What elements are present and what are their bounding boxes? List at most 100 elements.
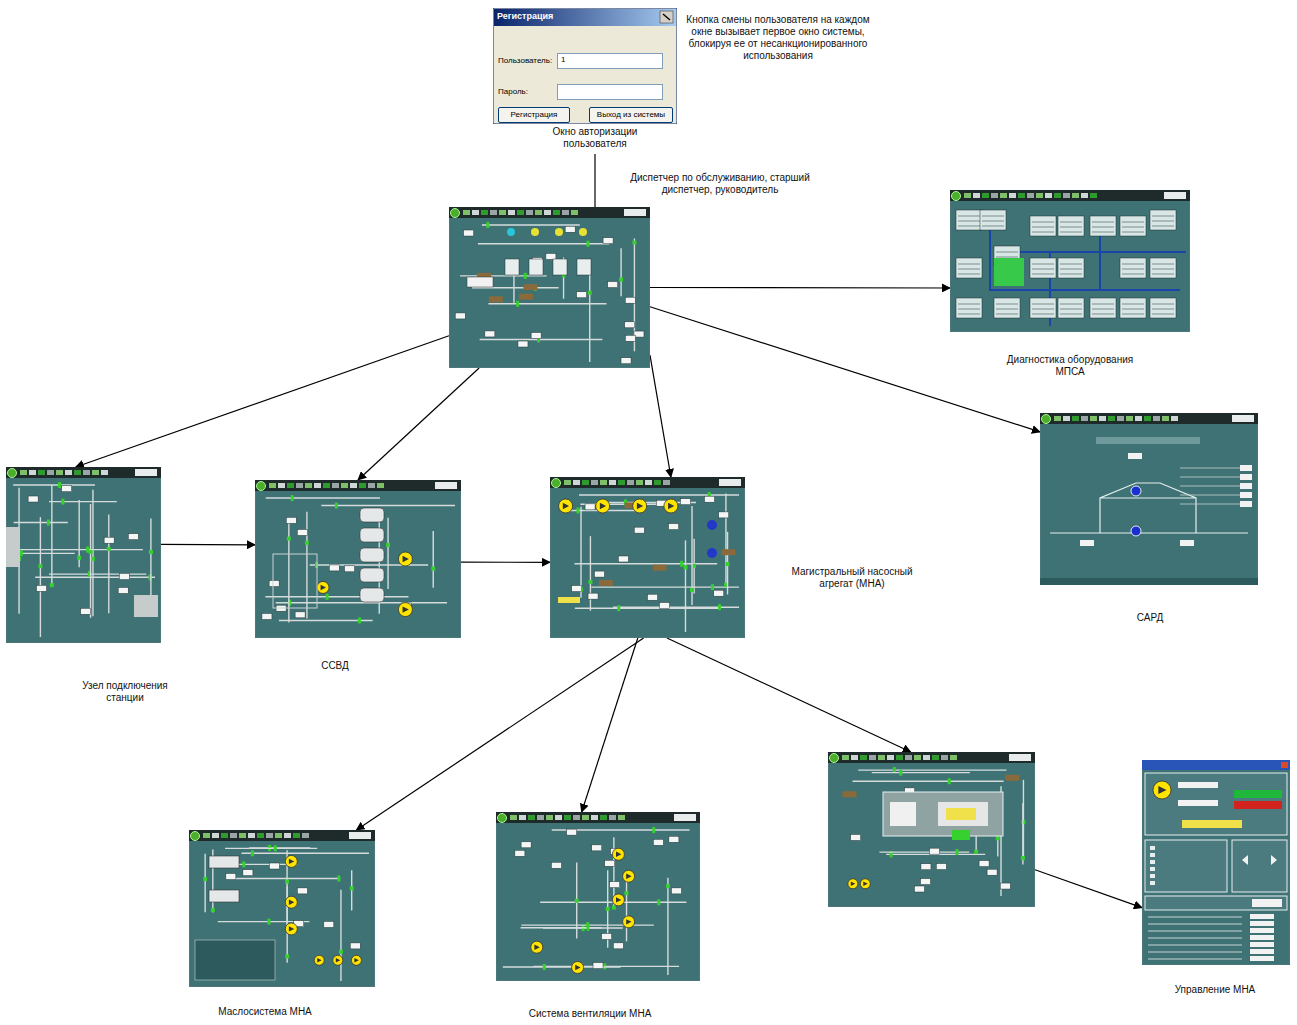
pipe (480, 339, 603, 340)
toolbar-button (535, 210, 542, 215)
pipe (108, 515, 109, 614)
pump-symbol (633, 499, 647, 513)
screen-picture (950, 190, 1190, 332)
pipe (1022, 803, 1023, 864)
pipe (725, 494, 726, 585)
status-bar (1182, 820, 1242, 828)
toolbar-button (519, 815, 526, 820)
logo-icon (1042, 415, 1051, 424)
toolbar-button (349, 832, 371, 839)
check-box (1150, 860, 1155, 864)
value-box (62, 486, 72, 492)
toolbar-button (1081, 193, 1088, 198)
value-box (243, 870, 253, 876)
valve-symbol (47, 520, 50, 526)
toolbar-button (609, 480, 616, 485)
module-block (1152, 264, 1174, 274)
toolbar-button (537, 815, 544, 820)
valve-symbol (543, 964, 546, 970)
minimize-button (663, 14, 670, 20)
value-box (936, 864, 946, 870)
valve-symbol (149, 550, 153, 554)
value-box (1180, 540, 1194, 546)
valve-symbol (211, 908, 215, 912)
value-box (1240, 465, 1252, 471)
pump-symbol (1153, 781, 1171, 799)
valve-symbol (386, 543, 390, 547)
module-block (1030, 216, 1056, 236)
valve-symbol (690, 588, 694, 592)
toolbar-button (38, 470, 45, 475)
panel (195, 940, 275, 980)
value-box (551, 862, 561, 868)
logo-icon (552, 479, 561, 488)
value-box (1128, 453, 1142, 459)
toolbar-button (1054, 193, 1061, 198)
valve-symbol (606, 907, 610, 911)
module-block (994, 298, 1020, 318)
table-row (1148, 952, 1242, 953)
valve-symbol (625, 891, 629, 895)
valve-symbol (287, 537, 291, 541)
valve-symbol (683, 565, 687, 569)
value-box (226, 873, 236, 879)
tank-symbol (209, 890, 239, 902)
valve-symbol (899, 770, 902, 776)
valve-symbol (680, 561, 683, 567)
valve-symbol (38, 564, 42, 568)
equipment-symbol (653, 565, 667, 571)
toolbar-button (296, 483, 303, 488)
valve-symbol (337, 876, 340, 882)
screen-thumbnail: Управление МНА (1142, 760, 1290, 965)
toolbar-button (1081, 416, 1088, 421)
toolbar-button (555, 815, 562, 820)
toolbar-button (463, 210, 470, 215)
regulator-symbol (1131, 526, 1141, 536)
toolbar-button (600, 815, 607, 820)
toolbar-button (499, 210, 506, 215)
module-block (982, 216, 1004, 226)
toolbar-button (546, 815, 553, 820)
pipe (872, 772, 970, 773)
toolbar-button (1036, 193, 1043, 198)
connector-arrow (356, 638, 643, 830)
pump-symbol (285, 855, 297, 867)
module-block (1120, 298, 1146, 318)
valve-symbol (50, 583, 54, 587)
toolbar-button (1126, 416, 1133, 421)
pump-symbol (572, 961, 584, 973)
toolbar-button (435, 482, 457, 489)
screen-picture (255, 480, 461, 638)
pipe (51, 485, 52, 584)
toolbar-button (341, 483, 348, 488)
pump-symbol (575, 965, 580, 970)
pipe (460, 275, 547, 276)
screen-caption: Управление МНА (1150, 984, 1280, 996)
pump-symbol (289, 926, 294, 931)
motor-body (938, 802, 988, 826)
pipe (433, 531, 434, 588)
pump-symbol (317, 958, 322, 963)
toolbar-button (878, 755, 885, 760)
toolbar-button (618, 815, 625, 820)
value-box (128, 534, 138, 540)
pump-symbol (336, 958, 341, 963)
toolbar-button (293, 833, 300, 838)
logo-icon (952, 192, 961, 201)
check-box (1150, 881, 1155, 885)
module-block (1122, 304, 1144, 314)
toolbar-button (1018, 193, 1025, 198)
pump-body (890, 802, 916, 826)
value-box (929, 848, 939, 854)
toolbar-button (302, 833, 309, 838)
logo-icon (257, 482, 266, 491)
valve-symbol (617, 605, 620, 611)
table-cell (1250, 942, 1274, 947)
tank-symbol (209, 856, 239, 868)
toolbar-button (1144, 416, 1151, 421)
toolbar-button (1135, 416, 1142, 421)
toolbar-button (1099, 416, 1106, 421)
pump-symbol (289, 900, 294, 905)
toolbar-button (1054, 416, 1061, 421)
table-cell (1250, 949, 1274, 954)
